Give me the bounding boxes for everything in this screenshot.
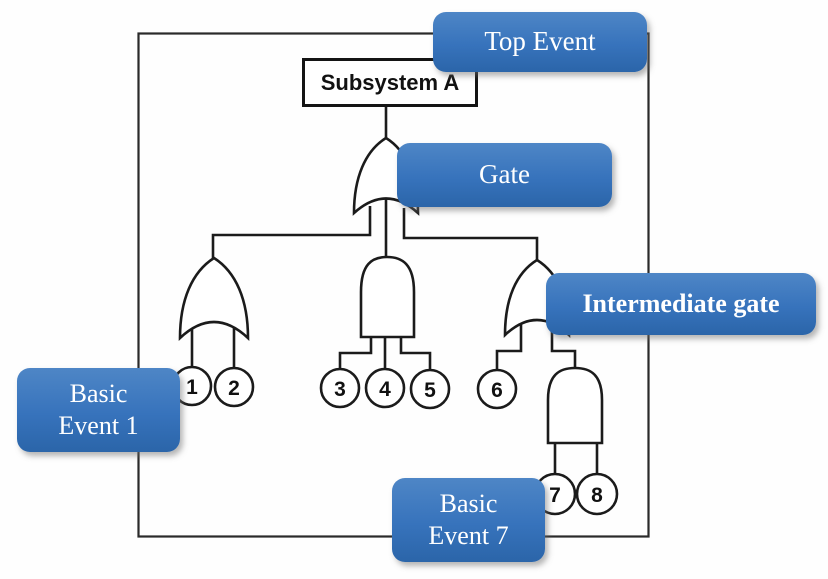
svg-text:6: 6 [491,379,503,402]
top-event-callout-label: Top Event [484,26,596,57]
or-gate-left [178,256,250,342]
and-gate-middle [359,255,416,339]
subsystem-a-label: Subsystem A [320,69,460,95]
intermediate-gate-callout-label: Intermediate gate [582,288,780,318]
basic-event-1-callout-line1: Basic [69,378,128,408]
svg-text:2: 2 [228,377,240,400]
intermediate-gate-callout: Intermediate gate [546,273,816,335]
connector-right-gate-to-event-6 [495,324,523,370]
svg-text:3: 3 [334,378,346,401]
connector-top-gate-to-right-gate [402,208,539,262]
basic-event-1-callout: Basic Event 1 [17,368,180,452]
svg-text:4: 4 [379,378,391,401]
connector-right-gate-to-bottom-gate [550,326,577,369]
basic-event-1-callout-line2: Event 1 [58,411,139,440]
svg-text:7: 7 [549,484,561,507]
svg-text:5: 5 [424,379,436,402]
connector-middle-gate-to-event-5 [399,337,432,370]
basic-event-7-callout: Basic Event 7 [392,478,545,562]
connector-middle-gate-to-event-3 [338,337,373,369]
basic-event-7-callout-line2: Event 7 [428,521,509,550]
gate-callout-label: Gate [479,159,530,190]
and-gate-bottom [546,366,604,445]
gate-callout: Gate [397,143,612,207]
basic-event-node-6: 6 [476,368,518,410]
basic-event-node-5: 5 [409,368,451,410]
basic-event-node-4: 4 [364,367,406,409]
svg-text:1: 1 [186,376,198,399]
top-event-callout: Top Event [433,12,647,72]
svg-text:8: 8 [591,484,603,507]
connector-top-gate-to-left-gate [211,206,372,260]
basic-event-node-2: 2 [213,366,255,408]
basic-event-node-8: 8 [575,472,619,516]
basic-event-7-callout-line1: Basic [439,488,498,518]
basic-event-node-3: 3 [319,367,361,409]
